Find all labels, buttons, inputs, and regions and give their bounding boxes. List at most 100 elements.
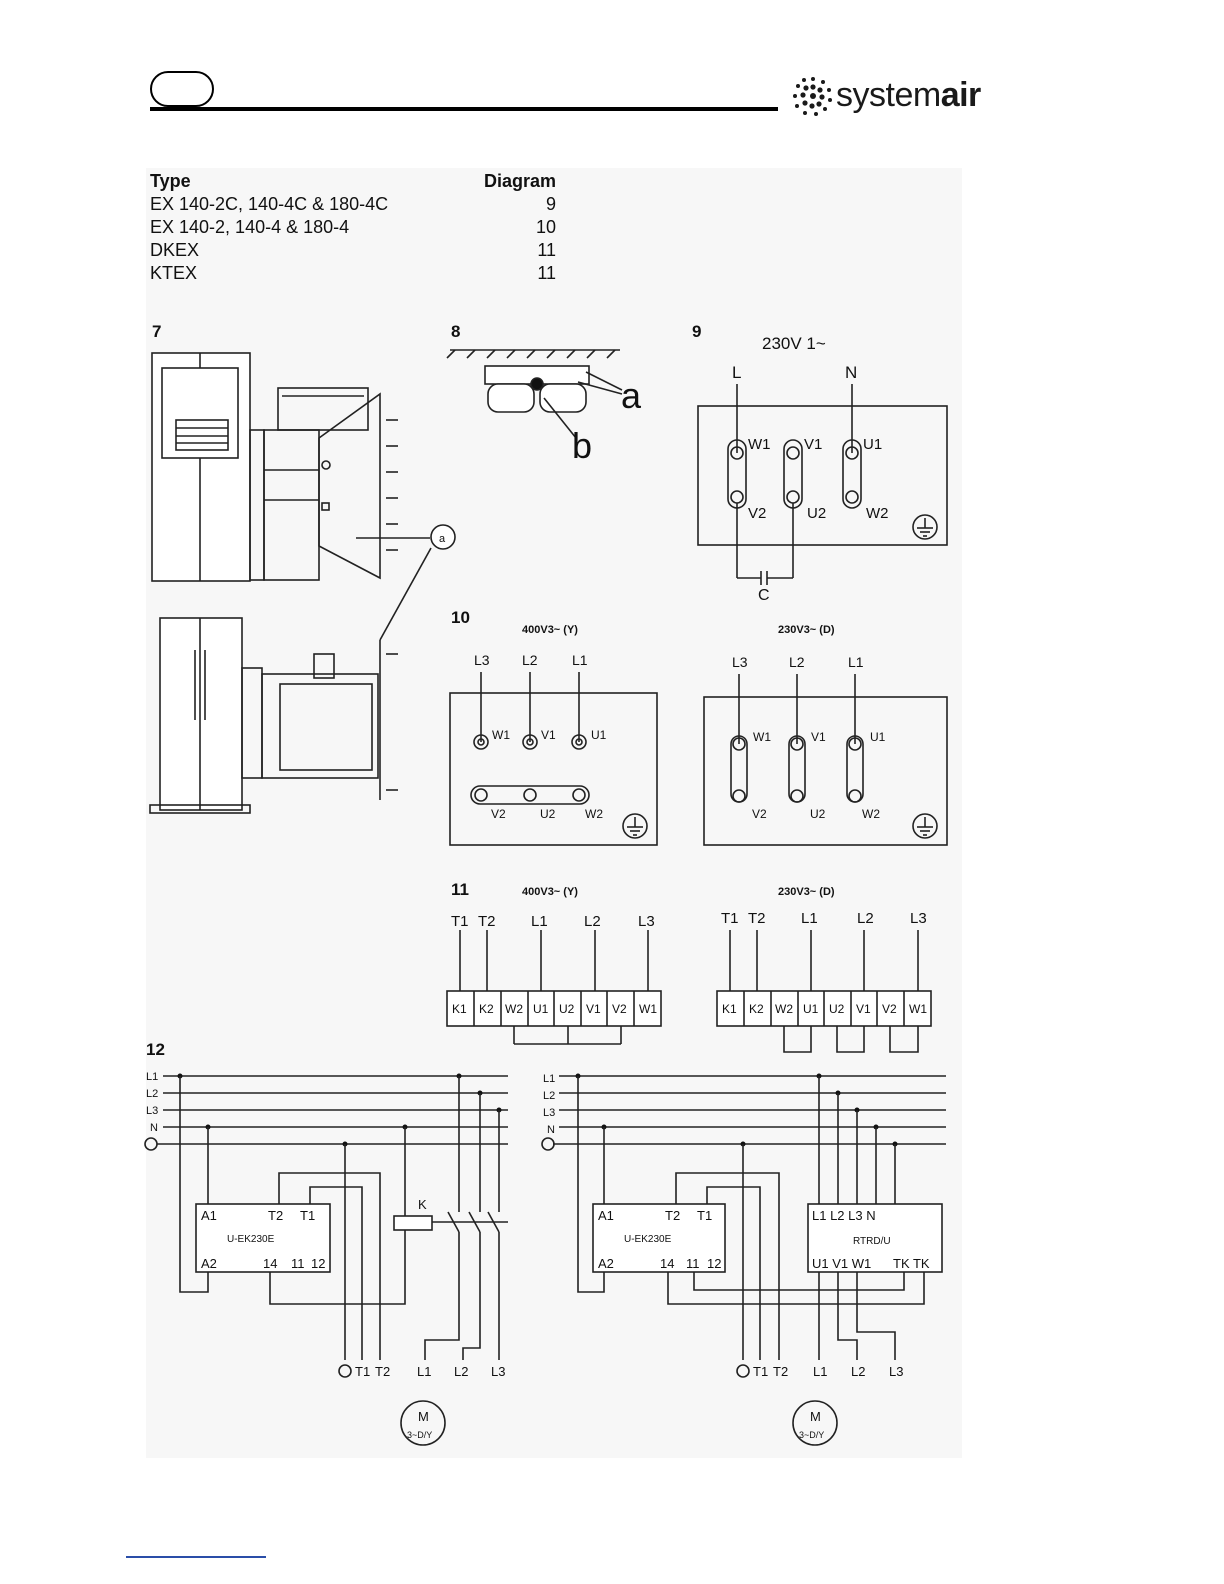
svg-text:TK TK: TK TK [893, 1256, 930, 1271]
svg-text:11: 11 [686, 1256, 700, 1271]
svg-text:N: N [150, 1122, 158, 1134]
svg-text:A2: A2 [201, 1256, 217, 1271]
svg-text:T2: T2 [478, 913, 496, 930]
fig12-number: 12 [146, 1040, 165, 1059]
svg-text:W1: W1 [639, 1002, 657, 1016]
svg-text:V1: V1 [856, 1002, 871, 1016]
fig11-delta-terminals [716, 930, 932, 1053]
svg-text:T1: T1 [355, 1364, 370, 1379]
svg-text:L3: L3 [910, 910, 927, 927]
relay-label-right: U-EK230E [624, 1234, 672, 1245]
svg-text:U1 V1 W1: U1 V1 W1 [812, 1256, 871, 1271]
fig8-cable-glands [446, 349, 623, 439]
svg-text:T2: T2 [748, 910, 766, 927]
systemair-logo-icon [793, 77, 832, 116]
svg-text:3~D/Y: 3~D/Y [799, 1430, 824, 1440]
svg-text:K1: K1 [722, 1002, 737, 1016]
svg-text:W1: W1 [492, 728, 510, 742]
svg-text:L2: L2 [522, 652, 538, 668]
fig8-number: 8 [451, 322, 460, 341]
svg-text:U2: U2 [540, 807, 556, 821]
svg-text:V1: V1 [804, 436, 822, 453]
svg-text:U1: U1 [803, 1002, 819, 1016]
svg-text:L2: L2 [789, 654, 805, 670]
svg-text:V1: V1 [811, 730, 826, 744]
fig10-delta-title: 230V3~ (D) [778, 624, 835, 636]
svg-text:L3: L3 [146, 1105, 158, 1117]
svg-text:12: 12 [707, 1256, 721, 1271]
fig9-N: N [845, 363, 857, 382]
svg-text:L2: L2 [454, 1364, 468, 1379]
fig9-L: L [732, 363, 741, 382]
svg-text:W2: W2 [585, 807, 603, 821]
svg-text:W2: W2 [866, 505, 889, 522]
svg-text:V2: V2 [882, 1002, 897, 1016]
fig11-star-terminals [446, 930, 662, 1045]
svg-text:L1: L1 [801, 910, 818, 927]
col-diagram: Diagram [483, 171, 556, 191]
rtrd-label: RTRD/U [853, 1236, 891, 1247]
svg-text:L3: L3 [543, 1107, 555, 1119]
fig9-capacitor: C [758, 587, 770, 604]
fig10-star-box [449, 672, 658, 846]
svg-text:T1: T1 [300, 1208, 315, 1223]
svg-text:W2: W2 [862, 807, 880, 821]
svg-text:W2: W2 [505, 1002, 523, 1016]
svg-text:L1: L1 [531, 913, 548, 930]
svg-text:A1: A1 [201, 1208, 217, 1223]
motor-left: M [418, 1409, 429, 1424]
svg-text:L2: L2 [857, 910, 874, 927]
svg-text:L2: L2 [146, 1088, 158, 1100]
fig12-left-circuit [144, 1073, 508, 1446]
fig11-star-title: 400V3~ (Y) [522, 886, 578, 898]
svg-text:U2: U2 [807, 505, 826, 522]
svg-text:L1: L1 [146, 1071, 158, 1083]
svg-text:T1: T1 [721, 910, 739, 927]
svg-text:K1: K1 [452, 1002, 467, 1016]
svg-text:T2: T2 [665, 1208, 680, 1223]
svg-text:N: N [547, 1124, 555, 1136]
svg-text:L1: L1 [848, 654, 864, 670]
svg-text:L1: L1 [572, 652, 588, 668]
svg-text:T2: T2 [268, 1208, 283, 1223]
svg-text:V2: V2 [748, 505, 766, 522]
svg-text:L1: L1 [417, 1364, 431, 1379]
relay-label-left: U-EK230E [227, 1234, 275, 1245]
svg-text:L3: L3 [474, 652, 490, 668]
svg-text:L3: L3 [491, 1364, 505, 1379]
svg-text:L1: L1 [543, 1073, 555, 1085]
fig8-label-b: b [572, 425, 592, 466]
fig9-single-phase-box [697, 384, 948, 585]
svg-text:K2: K2 [479, 1002, 494, 1016]
svg-text:U1: U1 [533, 1002, 549, 1016]
svg-text:L3: L3 [638, 913, 655, 930]
svg-text:U1: U1 [870, 730, 886, 744]
svg-text:V1: V1 [586, 1002, 601, 1016]
fig11-number: 11 [451, 880, 469, 899]
svg-text:U1: U1 [863, 436, 882, 453]
svg-text:L1: L1 [813, 1364, 827, 1379]
svg-text:W1: W1 [748, 436, 771, 453]
svg-text:A1: A1 [598, 1208, 614, 1223]
svg-text:T2: T2 [773, 1364, 788, 1379]
svg-text:V2: V2 [612, 1002, 627, 1016]
svg-text:W1: W1 [909, 1002, 927, 1016]
fig10-delta-box [703, 674, 948, 846]
svg-text:14: 14 [263, 1256, 277, 1271]
svg-text:L2: L2 [851, 1364, 865, 1379]
svg-text:U2: U2 [559, 1002, 575, 1016]
svg-text:L2: L2 [543, 1090, 555, 1102]
svg-text:V2: V2 [491, 807, 506, 821]
svg-text:V2: V2 [752, 807, 767, 821]
svg-text:T2: T2 [375, 1364, 390, 1379]
header-rule [150, 107, 778, 111]
svg-text:L3: L3 [889, 1364, 903, 1379]
svg-text:U2: U2 [810, 807, 826, 821]
fig7-number: 7 [152, 322, 161, 341]
svg-text:V1: V1 [541, 728, 556, 742]
